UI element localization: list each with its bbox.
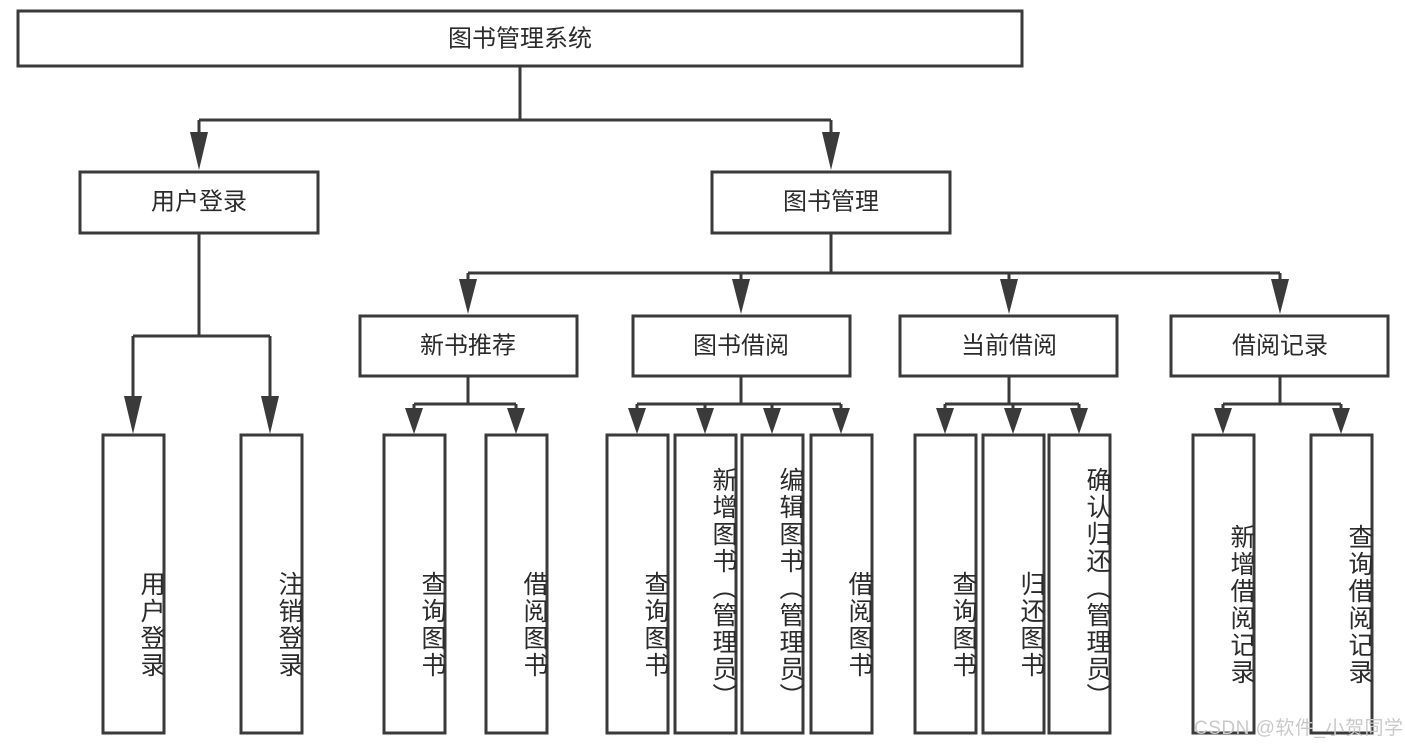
node-box-leaf-query-book-2[interactable] xyxy=(605,433,670,735)
arrowhead-book-borrow xyxy=(732,279,750,314)
connector-group-new-book-rec xyxy=(405,376,525,434)
arrowhead-leaf-borrow-book-1 xyxy=(507,408,525,434)
csdn-watermark: CSDN @软件_小贺同学 xyxy=(1194,718,1404,739)
arrowhead-leaf-add-book xyxy=(696,408,714,434)
node-label-root: 图书管理系统 xyxy=(448,25,592,52)
node-box-user-login[interactable] xyxy=(78,170,320,235)
arrowhead-leaf-return-book xyxy=(1004,408,1022,434)
arrowhead-leaf-user-login xyxy=(124,396,142,434)
arrowhead-leaf-query-book-1 xyxy=(405,408,423,434)
arrowhead-leaf-query-book-2 xyxy=(628,408,646,434)
arrowhead-current-borrow xyxy=(1000,279,1018,314)
node-box-book-borrow[interactable] xyxy=(631,314,852,378)
arrowhead-new-book-rec xyxy=(459,279,477,314)
node-box-current-borrow[interactable] xyxy=(898,314,1119,378)
node-box-leaf-edit-book[interactable] xyxy=(740,433,805,735)
node-label-current-borrow: 当前借阅 xyxy=(961,332,1057,359)
node-box-leaf-query-book-1[interactable] xyxy=(382,433,447,735)
connector-group-current-borrow xyxy=(936,376,1088,434)
node-box-borrow-record[interactable] xyxy=(1169,314,1390,378)
node-label-book-borrow: 图书借阅 xyxy=(693,332,789,359)
arrowhead-leaf-confirm-return xyxy=(1070,408,1088,434)
arrowhead-leaf-edit-book xyxy=(763,408,781,434)
node-box-leaf-add-record[interactable] xyxy=(1191,433,1256,735)
node-box-leaf-borrow-book-1[interactable] xyxy=(484,433,549,735)
arrowhead-borrow-record xyxy=(1271,279,1289,314)
node-box-leaf-confirm-return[interactable] xyxy=(1047,433,1112,735)
node-label-book-manage: 图书管理 xyxy=(783,188,879,215)
arrowhead-leaf-add-record xyxy=(1214,408,1232,434)
node-box-leaf-borrow-book-2[interactable] xyxy=(809,433,874,735)
node-box-leaf-add-book[interactable] xyxy=(673,433,738,735)
node-label-borrow-record: 借阅记录 xyxy=(1232,332,1328,359)
node-box-leaf-user-logout[interactable] xyxy=(239,433,304,735)
node-box-root[interactable] xyxy=(16,9,1024,68)
arrowhead-to-book-manage xyxy=(822,132,840,170)
node-box-leaf-return-book[interactable] xyxy=(981,433,1046,735)
node-label-new-book-rec: 新书推荐 xyxy=(420,332,516,359)
node-box-leaf-query-record[interactable] xyxy=(1309,433,1374,735)
node-box-leaf-query-book-3[interactable] xyxy=(913,433,978,735)
connector-group-root xyxy=(190,66,840,170)
connector-group-borrow-record xyxy=(1214,376,1350,434)
node-box-book-manage[interactable] xyxy=(710,170,952,235)
node-label-user-login: 用户登录 xyxy=(151,188,247,215)
connector-group-book-manage xyxy=(459,233,1289,314)
arrowhead-leaf-query-book-3 xyxy=(936,408,954,434)
node-box-new-book-rec[interactable] xyxy=(358,314,579,378)
connector-group-user-login xyxy=(124,233,279,434)
arrowhead-leaf-query-record xyxy=(1332,408,1350,434)
node-box-leaf-user-login[interactable] xyxy=(101,433,166,735)
arrowhead-to-user-login xyxy=(190,132,208,170)
connector-group-book-borrow xyxy=(628,376,850,434)
arrowhead-leaf-user-logout xyxy=(261,396,279,434)
arrowhead-leaf-borrow-book-2 xyxy=(832,408,850,434)
